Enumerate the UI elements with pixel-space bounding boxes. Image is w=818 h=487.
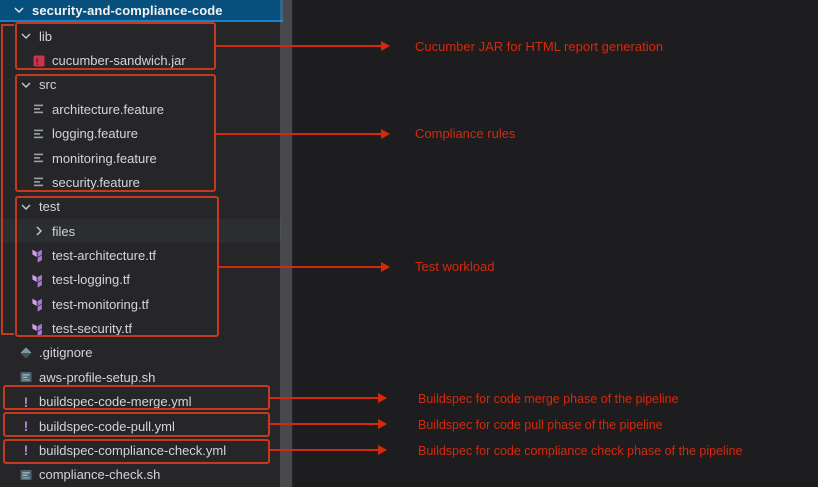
feature-file-icon [31,174,47,190]
file-name-label: src [39,77,57,93]
annotation-label: Test workload [415,259,495,274]
tree-row[interactable]: architecture.feature [0,97,293,121]
yaml-file-icon: ! [23,442,29,459]
file-name-label: buildspec-code-merge.yml [39,394,192,410]
annotation-label: Cucumber JAR for HTML report generation [415,39,664,54]
file-name-label: test-architecture.tf [52,247,157,263]
terraform-file-icon [31,272,47,288]
annotation-arrowhead-icon [381,262,390,272]
terraform-file-icon [31,247,47,264]
file-name-label: lib [39,28,53,44]
chevron-down-icon[interactable] [18,77,34,93]
tree-row[interactable]: cucumber-sandwich.jar [0,48,293,72]
tree-row[interactable]: aws-profile-setup.sh [0,365,293,389]
feature-file-icon [31,126,47,142]
tree-row[interactable]: files [0,218,281,244]
file-name-label: test-security.tf [52,321,132,337]
file-name-label: buildspec-code-pull.yml [39,418,175,434]
git-file-icon [18,345,34,361]
tree-row[interactable]: ! buildspec-compliance-check.yml [0,438,293,462]
annotation-arrowhead-icon [381,41,390,51]
tree-row[interactable]: test-security.tf [0,316,293,340]
tree-row[interactable]: security.feature [0,170,293,194]
feature-file-icon [31,101,47,117]
tree-row[interactable]: test-architecture.tf [0,243,293,267]
tree-row[interactable]: ! buildspec-code-merge.yml [0,390,293,414]
tree-row[interactable]: test [0,195,293,219]
explorer-panel: security-and-compliance-code lib cucumber… [0,0,293,487]
chevron-down-icon[interactable] [18,199,34,215]
yaml-file-icon: ! [23,418,29,435]
tree-row[interactable]: logging.feature [0,121,293,145]
tree-root-folder[interactable]: security-and-compliance-code [0,0,283,22]
tree-row[interactable]: compliance-check.sh [0,463,293,487]
annotation-arrowhead-icon [378,445,387,455]
shell-file-icon [18,467,34,483]
root-folder-label: security-and-compliance-code [32,2,223,18]
scrollbar[interactable] [280,0,292,487]
chevron-right-icon[interactable] [31,223,47,239]
terraform-file-icon [31,321,47,337]
annotation-label: Compliance rules [415,126,516,141]
feature-file-icon [31,150,47,166]
file-name-label: test-monitoring.tf [52,296,149,312]
terraform-file-icon [31,296,47,312]
file-name-label: cucumber-sandwich.jar [52,53,186,69]
tree-row[interactable]: monitoring.feature [0,146,293,170]
file-name-label: .gitignore [39,345,93,361]
file-name-label: aws-profile-setup.sh [39,369,156,385]
tree-row[interactable]: test-monitoring.tf [0,292,293,316]
file-name-label: buildspec-compliance-check.yml [39,442,227,458]
file-name-label: architecture.feature [52,101,165,117]
shell-file-icon [18,369,34,385]
annotation-label: Buildspec for code merge phase of the pi… [418,392,679,406]
tree-row[interactable]: test-logging.tf [0,268,293,292]
file-name-label: security.feature [52,174,140,190]
file-name-label: files [52,223,76,239]
file-name-label: logging.feature [52,126,139,142]
file-name-label: compliance-check.sh [39,467,161,483]
file-name-label: test-logging.tf [52,272,131,288]
file-name-label: monitoring.feature [52,150,157,166]
yaml-file-icon: ! [23,393,29,410]
annotation-arrowhead-icon [381,129,390,139]
annotation-label: Buildspec for code compliance check phas… [418,444,743,458]
annotation-arrowhead-icon [378,419,387,429]
jar-file-icon [31,53,47,69]
file-name-label: test [39,199,60,215]
tree-row[interactable]: ! buildspec-code-pull.yml [0,414,293,438]
chevron-down-icon[interactable] [18,28,34,44]
annotation-label: Buildspec for code pull phase of the pip… [418,418,663,432]
tree-row[interactable]: .gitignore [0,341,293,365]
annotation-arrowhead-icon [378,393,387,403]
tree-row[interactable]: lib [0,24,293,48]
chevron-down-icon[interactable] [11,2,27,18]
tree-row[interactable]: src [0,73,293,97]
